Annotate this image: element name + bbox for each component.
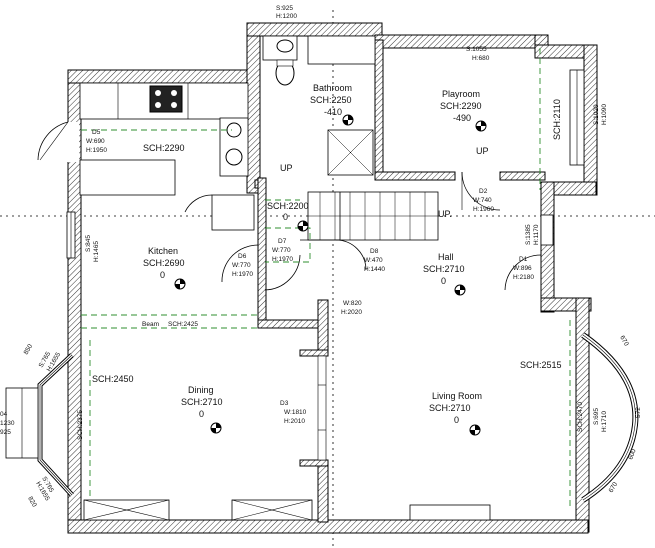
hall-sch: SCH:2710 — [423, 264, 465, 274]
left-04: 04 — [0, 411, 8, 418]
right-h-label: H:1090 — [601, 104, 608, 125]
landing-level: 0 — [283, 212, 288, 222]
d6-h: H:1970 — [232, 271, 253, 278]
bathroom-name: Bathroom — [313, 83, 352, 93]
play-h-label: H:680 — [472, 55, 490, 62]
dim-670a: 670 — [618, 335, 630, 348]
d7-w: W:770 — [272, 247, 291, 254]
hall-h-label: H:1170 — [533, 224, 540, 245]
living-name: Living Room — [432, 391, 482, 401]
kitchen-units — [79, 82, 255, 231]
dim-670b: 670 — [608, 481, 620, 494]
landing-sch: SCH:2200 — [267, 201, 309, 211]
d2-label: D2 — [479, 188, 488, 195]
up-label-2: UP — [476, 146, 489, 156]
dining-sch-vert: SCH:2375 — [77, 410, 84, 440]
d8-w: W:470 — [364, 257, 383, 264]
d3-w: W:1810 — [284, 409, 307, 416]
beam-label: Beam — [142, 321, 159, 328]
d1-h: H:2180 — [513, 274, 534, 281]
dining-level: 0 — [199, 409, 204, 419]
dim-572: 572 — [635, 407, 642, 418]
up-label-3: UP. — [438, 209, 452, 219]
play-s-label: S:1055 — [466, 46, 487, 53]
dim-850: 850 — [23, 343, 35, 356]
door-swings — [221, 171, 542, 461]
left-925: 925 — [0, 429, 11, 436]
bathroom-fixtures — [262, 35, 376, 176]
dining-sch: SCH:2710 — [181, 397, 223, 407]
d2-w: W:740 — [473, 197, 492, 204]
play-sch-right: SCH:2110 — [552, 99, 562, 140]
level-markers — [174, 114, 487, 436]
kitchen-sch: SCH:2690 — [143, 258, 185, 268]
level-marker-hall — [454, 284, 466, 296]
room-labels: S:925 H:1200 Bathroom SCH:2250 -410 S:10… — [0, 5, 642, 509]
dining-sch-left: SCH:2450 — [92, 374, 134, 384]
up-label-1: UP — [280, 163, 293, 173]
bay-s: S:695 — [593, 408, 600, 425]
d3-h: H:2010 — [284, 418, 305, 425]
kitchen-win-s: S:845 — [85, 235, 92, 252]
internal-walls — [254, 39, 546, 523]
w820-w: W:820 — [343, 300, 362, 307]
playroom-level: -490 — [453, 113, 471, 123]
d5-h: H:1950 — [86, 147, 107, 154]
kitchen-name: Kitchen — [148, 246, 178, 256]
kitchen-win-h: H:1465 — [93, 241, 100, 262]
living-sch-right: SCH:2515 — [520, 360, 562, 370]
d8-h: H:1440 — [364, 266, 385, 273]
hall-level: 0 — [441, 276, 446, 286]
dining-name: Dining — [188, 385, 214, 395]
d8-label: D8 — [370, 248, 379, 255]
staircase — [300, 191, 439, 241]
ceiling-height-lines — [81, 48, 571, 510]
w820-h: H:2020 — [341, 309, 362, 316]
level-marker-dining — [210, 422, 222, 434]
right-s-label: S:1020 — [593, 104, 600, 125]
dim-600: 600 — [627, 448, 637, 461]
kitchen-sch-top: SCH:2290 — [143, 143, 185, 153]
d7-label: D7 — [278, 238, 287, 245]
dim-820: 820 — [26, 496, 38, 509]
left-1230: 1230 — [0, 420, 15, 427]
d1-w: W:896 — [513, 265, 532, 272]
hall-name: Hall — [438, 252, 454, 262]
bathroom-level: -410 — [324, 107, 342, 117]
kitchen-level: 0 — [160, 270, 165, 280]
d3-label: D3 — [280, 400, 289, 407]
d1-label: D1 — [519, 256, 528, 263]
d6-label: D6 — [238, 253, 247, 260]
d5-w: W:690 — [86, 138, 105, 145]
living-sch: SCH:2710 — [429, 403, 471, 413]
bay-h: H:1710 — [601, 411, 608, 432]
living-level: 0 — [454, 415, 459, 425]
top-s-label: S:925 — [276, 5, 293, 12]
windows — [5, 69, 639, 521]
level-marker-kitchen — [174, 278, 186, 290]
d2-h: H:1960 — [473, 206, 494, 213]
d6-w: W:770 — [232, 262, 251, 269]
playroom-sch: SCH:2290 — [440, 101, 482, 111]
level-marker-bathroom — [342, 114, 354, 126]
bay-sch: SCH:2470 — [577, 402, 584, 432]
hall-s-label: S:1385 — [525, 224, 532, 245]
level-marker-playroom — [475, 120, 487, 132]
level-marker-landing — [297, 220, 309, 232]
playroom-name: Playroom — [442, 89, 480, 99]
beam-sch: SCH:2425 — [168, 321, 198, 328]
bathroom-sch: SCH:2250 — [310, 95, 352, 105]
top-h-label: H:1200 — [276, 13, 297, 20]
level-marker-living — [469, 424, 481, 436]
d7-h: H:1970 — [272, 256, 293, 263]
d5-label: D5 — [92, 129, 101, 136]
